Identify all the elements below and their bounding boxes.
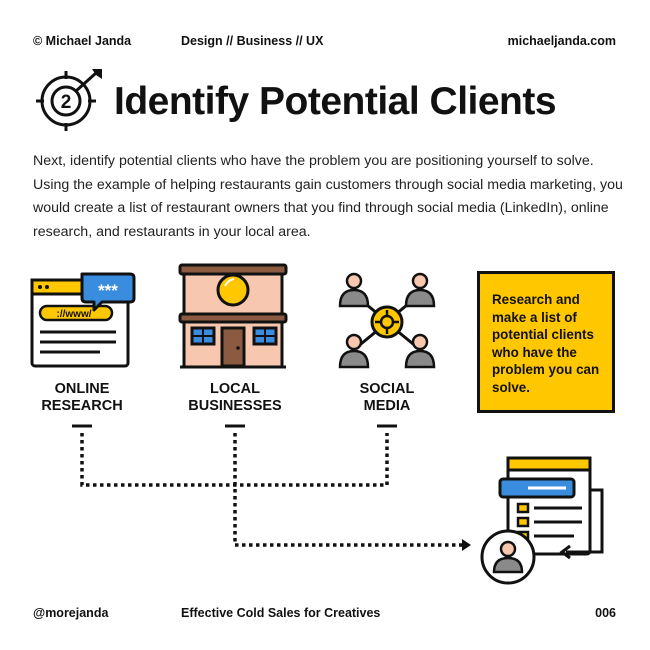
caption-local-businesses: LOCAL BUSINESSES (170, 381, 300, 415)
caption-line: LOCAL (210, 381, 260, 397)
target-icon: 2 (36, 69, 102, 131)
book-title: Effective Cold Sales for Creatives (181, 606, 381, 620)
caption-line: BUSINESSES (188, 398, 282, 414)
social-handle[interactable]: @morejanda (33, 606, 109, 620)
caption-online-research: ONLINE RESEARCH (22, 381, 142, 415)
browser-icon: ://www/ *** (30, 272, 136, 368)
caption-social-media: SOCIAL MEDIA (327, 381, 447, 415)
author-credit: © Michael Janda (33, 34, 132, 48)
storefront-icon (178, 263, 288, 369)
caption-line: MEDIA (363, 398, 411, 414)
chat-bubble-text: *** (98, 281, 118, 300)
website-link[interactable]: michaeljanda.com (507, 34, 616, 48)
caption-line: ONLINE (54, 381, 110, 397)
page-number: 006 (595, 606, 616, 620)
caption-line: SOCIAL (359, 381, 415, 397)
page-title: Identify Potential Clients (114, 80, 557, 123)
callout-text: Research and make a list of potential cl… (492, 292, 600, 395)
client-list-icon (480, 456, 604, 585)
social-network-icon (338, 272, 436, 369)
topics-label: Design // Business // UX (181, 34, 324, 48)
caption-line: RESEARCH (41, 398, 123, 414)
intro-paragraph: Next, identify potential clients who hav… (33, 153, 623, 240)
callout-box: Research and make a list of potential cl… (477, 271, 615, 413)
step-number: 2 (61, 92, 72, 113)
url-text: ://www/ (57, 309, 92, 320)
